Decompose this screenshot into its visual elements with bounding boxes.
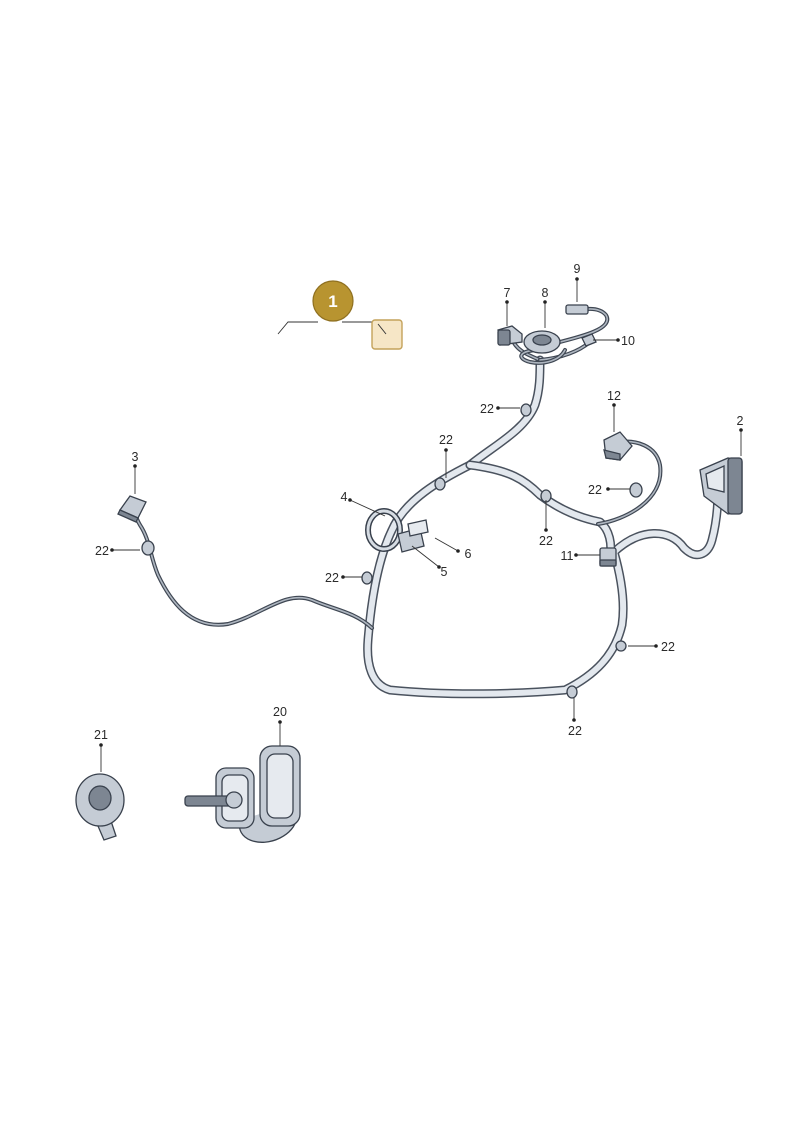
- callout-21[interactable]: 21: [94, 728, 108, 742]
- callout-9[interactable]: 9: [574, 262, 581, 276]
- callout-8[interactable]: 8: [542, 286, 549, 300]
- ring-part-4[interactable]: [365, 508, 403, 552]
- connector-3[interactable]: [117, 495, 147, 523]
- callout-6[interactable]: 6: [465, 547, 472, 561]
- badge-number: 1: [328, 292, 337, 311]
- callout-3[interactable]: 3: [132, 450, 139, 464]
- connector-7[interactable]: [497, 325, 523, 346]
- callout-20[interactable]: 20: [273, 705, 287, 719]
- callout-labels: 2 3 4 5 6 7 8 9 10 11 12 20 21 22 22 22 …: [94, 262, 743, 742]
- callout-2[interactable]: 2: [737, 414, 744, 428]
- callout-5[interactable]: 5: [441, 565, 448, 579]
- callout-10[interactable]: 10: [621, 334, 635, 348]
- thin-wires: [130, 306, 663, 630]
- assembly-badge[interactable]: 1: [277, 280, 403, 350]
- assembly-swatch: [371, 319, 403, 350]
- callout-22-mid-left[interactable]: 22: [325, 571, 339, 585]
- callout-22-left[interactable]: 22: [95, 544, 109, 558]
- callout-4[interactable]: 4: [341, 490, 348, 504]
- main-harness: [363, 355, 723, 699]
- callout-11[interactable]: 11: [561, 549, 574, 563]
- callout-22-lower-right[interactable]: 22: [661, 640, 675, 654]
- connector-9[interactable]: [565, 304, 589, 315]
- callout-22-top[interactable]: 22: [480, 402, 494, 416]
- leader-lines: [100, 279, 742, 772]
- callout-22-upper-left[interactable]: 22: [439, 433, 453, 447]
- connector-11[interactable]: [599, 547, 617, 567]
- callout-22-bottom[interactable]: 22: [568, 724, 582, 738]
- grommet-21[interactable]: [75, 773, 125, 841]
- callout-7[interactable]: 7: [504, 286, 511, 300]
- connector-2[interactable]: [699, 457, 743, 515]
- badge-circle: [312, 280, 354, 322]
- callout-22-right[interactable]: 22: [588, 483, 602, 497]
- connector-10[interactable]: [581, 333, 597, 347]
- grommet-8[interactable]: [523, 330, 561, 354]
- leader-dots: [99, 277, 743, 747]
- callout-12[interactable]: 12: [607, 389, 621, 403]
- connector-12[interactable]: [603, 431, 633, 461]
- grommet-20[interactable]: [184, 745, 301, 843]
- callout-22-center[interactable]: 22: [539, 534, 553, 548]
- clip-6[interactable]: [407, 519, 429, 537]
- holders-22: [141, 403, 643, 699]
